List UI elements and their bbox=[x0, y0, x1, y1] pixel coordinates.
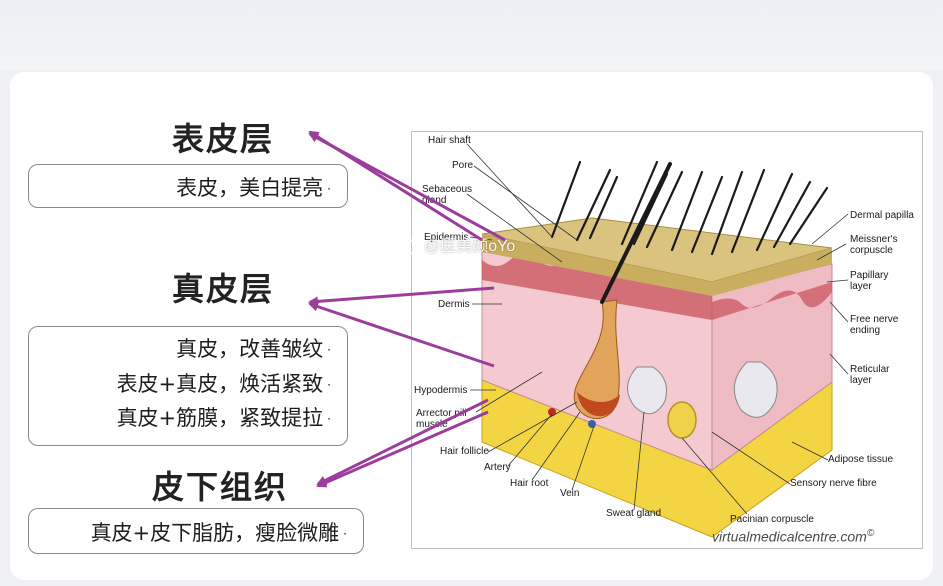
credit-text: virtualmedicalcentre.com© bbox=[712, 528, 874, 545]
arrow-dermis-a bbox=[308, 286, 495, 307]
watermark: @医美颜oYo bbox=[398, 232, 515, 256]
arrow-epidermis-b bbox=[308, 132, 506, 242]
bullet: · bbox=[343, 527, 347, 541]
heading-epidermis: 表皮层 bbox=[172, 120, 275, 158]
label-hair-root: Hair root bbox=[510, 478, 549, 489]
box-dermis: 真皮，改善皱纹· 表皮+真皮，焕活紧致· 真皮+筋膜，紧致提拉· bbox=[28, 326, 348, 446]
label-sensory: Sensory nerve fibre bbox=[790, 478, 877, 489]
label-pore: Pore bbox=[452, 160, 474, 171]
line-text: 真皮+筋膜，紧致提拉 bbox=[116, 406, 324, 430]
line-dermis-1: 表皮+真皮，焕活紧致· bbox=[117, 368, 331, 398]
box-epidermis: 表皮，美白提亮· bbox=[28, 164, 348, 208]
label-dermal-papilla: Dermal papilla bbox=[850, 210, 914, 221]
bullet: · bbox=[327, 412, 331, 426]
hair-bulb bbox=[577, 392, 620, 417]
label-papillary: Papillary layer bbox=[850, 270, 889, 292]
arrow-subcutaneous-a bbox=[316, 398, 489, 486]
skin-diagram: Hair shaft Pore Sebaceous gland Epidermi… bbox=[411, 131, 923, 549]
label-free-nerve: Free nerve ending bbox=[850, 314, 899, 336]
hairs bbox=[550, 160, 829, 304]
bullet: · bbox=[327, 343, 331, 357]
line-text: 真皮，改善皱纹 bbox=[176, 337, 324, 361]
label-dermis: Dermis bbox=[438, 299, 470, 310]
label-adipose: Adipose tissue bbox=[828, 454, 894, 465]
label-epidermis: Epidermis bbox=[424, 232, 469, 243]
leader-lines bbox=[466, 143, 849, 515]
hair-follicle bbox=[573, 299, 620, 419]
label-hair-follicle: Hair follicle bbox=[440, 446, 489, 457]
label-sweat-gland: Sweat gland bbox=[606, 508, 662, 519]
label-pacinian: Pacinian corpuscle bbox=[730, 514, 814, 525]
heading-subcutaneous: 皮下组织 bbox=[152, 468, 289, 506]
papillary-band-side bbox=[712, 282, 832, 320]
watermark-text: @医美颜oYo bbox=[424, 238, 516, 255]
line-epidermis-0: 表皮，美白提亮· bbox=[176, 172, 331, 202]
arrow-subcutaneous-b bbox=[316, 410, 489, 488]
label-hair-shaft: Hair shaft bbox=[428, 135, 471, 146]
line-dermis-0: 真皮，改善皱纹· bbox=[176, 333, 331, 363]
skin-illustration bbox=[466, 143, 849, 538]
artery-dot bbox=[548, 408, 556, 416]
weibo-icon bbox=[398, 238, 418, 255]
bullet: · bbox=[327, 378, 331, 392]
heading-dermis: 真皮层 bbox=[172, 270, 275, 308]
epidermis-side bbox=[712, 248, 832, 296]
label-artery: Artery bbox=[484, 462, 511, 473]
sweat-gland-2 bbox=[733, 361, 778, 418]
arrow-dermis-b bbox=[308, 301, 495, 368]
line-text: 表皮+真皮，焕活紧致 bbox=[116, 372, 324, 396]
label-hypodermis: Hypodermis bbox=[414, 385, 468, 396]
box-subcutaneous: 真皮+皮下脂肪，瘦脸微雕· bbox=[28, 508, 364, 554]
label-vein: Vein bbox=[560, 488, 580, 499]
label-reticular: Reticular layer bbox=[850, 364, 890, 386]
line-text: 表皮，美白提亮 bbox=[176, 176, 324, 200]
epidermis-front bbox=[482, 234, 712, 296]
line-subcutaneous-0: 真皮+皮下脂肪，瘦脸微雕· bbox=[91, 517, 347, 547]
credit-site: virtualmedicalcentre.com bbox=[712, 528, 867, 545]
sweat-gland bbox=[627, 366, 667, 415]
copyright-mark: © bbox=[866, 528, 875, 539]
line-text: 真皮+皮下脂肪，瘦脸微雕 bbox=[90, 521, 340, 545]
line-dermis-2: 真皮+筋膜，紧致提拉· bbox=[117, 402, 331, 432]
label-meissner: Meissner's corpuscle bbox=[850, 234, 898, 256]
top-band bbox=[0, 0, 943, 70]
bullet: · bbox=[327, 182, 331, 196]
